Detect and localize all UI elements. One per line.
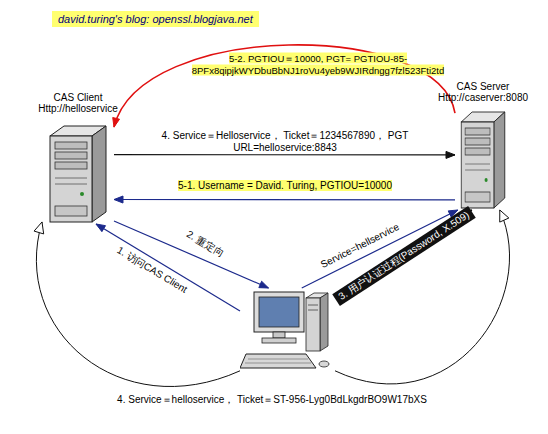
- icon-holder: [455, 108, 511, 210]
- arrow-head: [114, 196, 123, 203]
- edge-label: 4. Service＝Helloservice， Ticket＝12345678…: [162, 130, 409, 153]
- edge-label-holder: 4. Service＝helloservice， Ticket＝ST-956-L…: [62, 394, 482, 406]
- edge-label-holder: 1. 访问CAS Client: [97, 234, 206, 306]
- connector: [114, 154, 455, 155]
- edge-label: 5-2. PGTIOU＝10000, PGT= PGTIOU-85-8PFx8q…: [192, 53, 445, 76]
- arrow-head: [446, 151, 455, 158]
- connector: [114, 45, 455, 127]
- arrow-head: [259, 281, 269, 288]
- icon-holder: [42, 122, 114, 224]
- edge-label: 5-1. Username = David. Turing, PGTIOU=10…: [178, 180, 392, 191]
- node-label: CAS Client Http://helloservice: [18, 92, 138, 114]
- arrow-head: [500, 210, 509, 222]
- user-computer: [240, 288, 335, 380]
- edge-label-holder: 3. 用户认证过程(Password, X.509): [329, 204, 479, 308]
- icon-holder: [240, 288, 335, 380]
- server-icon: [455, 108, 511, 210]
- edge-label: 1. 访问CAS Client: [115, 244, 189, 295]
- arrow-head: [96, 224, 106, 232]
- watermark-label: david.turing's blog: openssl.blogjava.ne…: [52, 11, 259, 27]
- cas-client: CAS Client Http://helloservice: [42, 122, 114, 224]
- arrow-head: [34, 222, 44, 234]
- edge-label: 4. Service＝helloservice， Ticket＝ST-956-L…: [117, 394, 427, 405]
- edge-label-holder: 5-1. Username = David. Turing, PGTIOU=10…: [145, 180, 425, 192]
- arrow-head: [113, 118, 120, 128]
- edge-label-holder: 4. Service＝Helloservice， Ticket＝12345678…: [154, 130, 416, 154]
- node-label: CAS Server Http://caserver:8080: [425, 81, 541, 103]
- edge-label-holder: 5-2. PGTIOU＝10000, PGT= PGTIOU-85-8PFx8q…: [158, 53, 478, 76]
- edge-label-holder: Service=hellservice: [304, 213, 416, 278]
- server-icon: [42, 122, 114, 224]
- connector: [114, 199, 455, 200]
- connector: [96, 224, 240, 311]
- edge-label: 3. 用户认证过程(Password, X.509): [333, 206, 476, 306]
- connector: [36, 222, 240, 387]
- cas-server: CAS Server Http://caserver:8080: [455, 108, 511, 210]
- computer-icon: [240, 288, 335, 380]
